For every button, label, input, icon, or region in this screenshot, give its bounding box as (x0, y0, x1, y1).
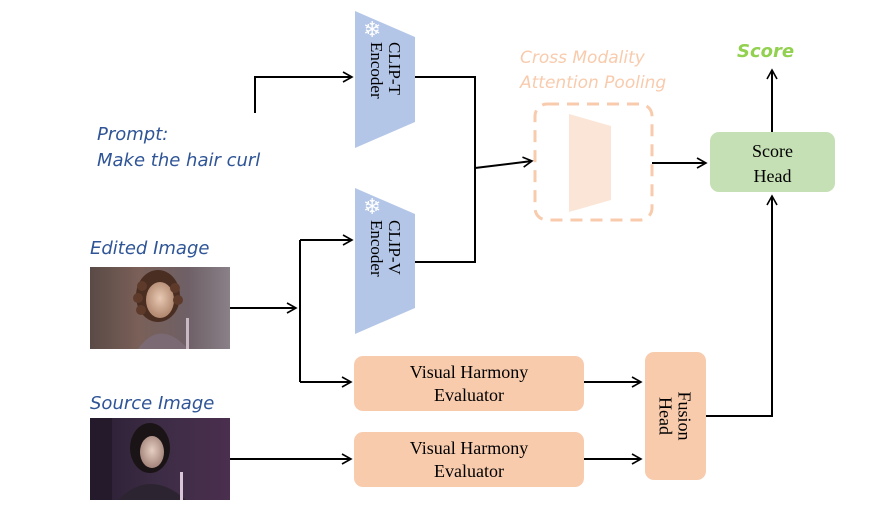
fusion-head-line1: Fusion (675, 391, 695, 440)
clip-t-encoder: ❄ CLIP-T Encoder (355, 11, 415, 148)
vhe-bottom-line1: Visual Harmony (410, 438, 528, 458)
prompt-label: Prompt: (97, 124, 168, 145)
clip-v-label: CLIP-V (385, 220, 404, 276)
fusion-head: Fusion Head (645, 352, 706, 480)
attention-pooling: Cross Modality Attention Pooling (519, 48, 666, 222)
edited-image-label: Edited Image (90, 238, 209, 259)
arrow-fusion-to-score-head (706, 194, 778, 417)
pooling-dashed-box (533, 102, 654, 222)
pooling-title-line1: Cross Modality (520, 48, 646, 68)
clip-v-encoder: ❄ CLIP-V Encoder (355, 188, 415, 334)
line-clip-v-out (415, 168, 476, 263)
line-clip-t-out (415, 76, 476, 168)
pooling-title-line2: Attention Pooling (519, 73, 666, 93)
score-head: Score Head (710, 132, 835, 192)
arrow-merge-to-pooling (474, 156, 534, 169)
clip-t-label: CLIP-T (385, 42, 404, 96)
pooling-trapezoid (569, 114, 611, 212)
connectors (230, 68, 778, 465)
score-head-line2: Head (754, 166, 792, 186)
fusion-head-line2: Head (656, 397, 676, 435)
snowflake-icon: ❄ (363, 18, 381, 43)
source-image-thumbnail (90, 418, 230, 500)
edited-image-thumbnail (90, 267, 230, 349)
clip-v-encoder-label: Encoder (367, 220, 386, 277)
snowflake-icon: ❄ (363, 195, 381, 220)
visual-harmony-evaluator-bottom: Visual Harmony Evaluator (354, 432, 584, 487)
visual-harmony-evaluator-top: Visual Harmony Evaluator (354, 356, 584, 411)
arrow-prompt-to-clip-t (254, 71, 354, 113)
vhe-bottom-line2: Evaluator (434, 461, 504, 481)
score-head-line1: Score (752, 141, 793, 161)
vhe-top-line2: Evaluator (434, 385, 504, 405)
score-output-label: Score (737, 41, 794, 62)
clip-t-encoder-label: Encoder (367, 42, 386, 99)
vhe-top-line1: Visual Harmony (410, 362, 528, 382)
source-image-label: Source Image (90, 393, 214, 414)
prompt-text: Make the hair curl (97, 150, 260, 171)
